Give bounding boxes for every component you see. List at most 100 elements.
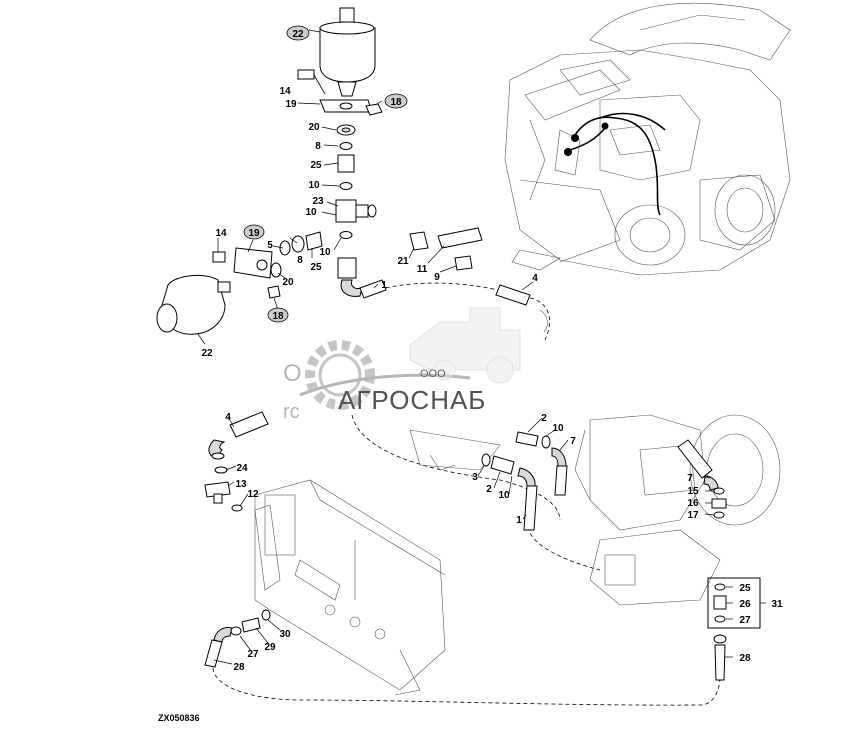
callout-8-top: 8	[315, 141, 321, 152]
svg-text:7: 7	[687, 473, 693, 484]
callout-26: 26	[739, 599, 751, 610]
callout-31: 31	[771, 599, 783, 610]
svg-text:14: 14	[279, 86, 291, 97]
svg-text:18: 18	[272, 311, 284, 322]
svg-text:26: 26	[739, 599, 751, 610]
callout-10-mid: 10	[552, 423, 564, 434]
svg-text:22: 22	[201, 348, 213, 359]
center-fittings-assembly	[409, 417, 569, 531]
callout-10-c: 10	[319, 247, 331, 258]
svg-text:30: 30	[279, 629, 291, 640]
svg-text:13: 13	[235, 479, 247, 490]
callout-2-top: 2	[541, 413, 547, 424]
callout-25-right: 25	[739, 583, 751, 594]
callout-18-top: 18	[384, 93, 408, 109]
svg-text:8: 8	[315, 141, 321, 152]
callout-21: 21	[397, 256, 409, 267]
svg-text:31: 31	[771, 599, 783, 610]
svg-text:4: 4	[225, 412, 231, 423]
callout-labels: 22 14 19 18 20 8 25 10 23 10 10 1 14 19 …	[201, 25, 783, 673]
svg-text:18: 18	[390, 97, 402, 108]
watermark-ghost-2: rc	[283, 401, 300, 423]
svg-text:10: 10	[308, 180, 320, 191]
svg-text:15: 15	[687, 486, 699, 497]
callout-20-left: 20	[282, 277, 294, 288]
watermark-ghost-1: O	[283, 360, 302, 387]
hose-28-left	[204, 609, 281, 668]
figure-code: ZX050836	[158, 713, 200, 723]
callout-27-left: 27	[247, 649, 259, 660]
svg-text:12: 12	[247, 489, 259, 500]
callout-4-top: 4	[532, 273, 538, 284]
svg-text:21: 21	[397, 256, 409, 267]
callout-4-mid: 4	[225, 412, 231, 423]
callout-18-left: 18	[267, 307, 289, 323]
svg-text:10: 10	[319, 247, 331, 258]
svg-text:14: 14	[215, 228, 227, 239]
svg-text:10: 10	[552, 423, 564, 434]
svg-text:5: 5	[267, 240, 273, 251]
combine-harvester-icon	[409, 307, 521, 384]
callout-10-a: 10	[308, 180, 320, 191]
svg-text:29: 29	[264, 642, 276, 653]
svg-text:20: 20	[308, 122, 320, 133]
callout-30: 30	[279, 629, 291, 640]
callout-29: 29	[264, 642, 276, 653]
tractor-engine-sketch	[504, 2, 791, 276]
svg-text:4: 4	[532, 273, 538, 284]
callout-10-b: 10	[305, 207, 317, 218]
left-accumulator-assembly	[156, 231, 323, 345]
callout-19-top: 19	[285, 99, 297, 110]
svg-text:7: 7	[570, 436, 576, 447]
svg-text:25: 25	[310, 262, 322, 273]
callout-7-mid: 7	[570, 436, 576, 447]
clamp-parts	[408, 227, 483, 273]
gear-logo-icon	[299, 340, 471, 410]
callout-27-right: 27	[739, 615, 751, 626]
callout-12: 12	[247, 489, 259, 500]
callout-1-mid: 1	[516, 515, 522, 526]
callout-28-left: 28	[233, 662, 245, 673]
callout-16: 16	[687, 498, 699, 509]
svg-text:27: 27	[247, 649, 259, 660]
callout-23: 23	[312, 196, 324, 207]
callout-24: 24	[236, 463, 248, 474]
callout-20-top: 20	[308, 122, 320, 133]
callout-8-left: 8	[297, 255, 303, 266]
svg-text:2: 2	[541, 413, 547, 424]
svg-text:27: 27	[739, 615, 751, 626]
callout-2-mid: 2	[486, 484, 492, 495]
svg-text:23: 23	[312, 196, 324, 207]
kit-31-box	[707, 577, 766, 681]
tank-fittings-assembly	[204, 411, 269, 512]
callout-14-top: 14	[279, 86, 291, 97]
upper-accumulator-assembly	[297, 7, 387, 299]
svg-text:22: 22	[292, 29, 304, 40]
right-hose-assembly	[677, 439, 727, 519]
svg-text:25: 25	[310, 160, 322, 171]
transmission-sketch	[574, 414, 781, 606]
callout-5: 5	[267, 240, 273, 251]
svg-text:9: 9	[434, 272, 440, 283]
callout-19-left: 19	[243, 224, 265, 240]
svg-text:1: 1	[516, 515, 522, 526]
svg-text:19: 19	[248, 228, 260, 239]
callout-28-right: 28	[739, 653, 751, 664]
callout-15: 15	[687, 486, 699, 497]
svg-text:25: 25	[739, 583, 751, 594]
svg-text:11: 11	[417, 264, 428, 275]
callout-9: 9	[434, 272, 440, 283]
svg-text:16: 16	[687, 498, 699, 509]
watermark-brand: АГРОСНАБ	[338, 385, 486, 415]
svg-text:28: 28	[233, 662, 245, 673]
svg-text:24: 24	[236, 463, 248, 474]
svg-text:3: 3	[472, 472, 478, 483]
callout-17: 17	[687, 510, 699, 521]
callout-10-low: 10	[498, 490, 510, 501]
callout-3: 3	[472, 472, 478, 483]
svg-text:8: 8	[297, 255, 303, 266]
callout-1-top: 1	[381, 280, 387, 291]
callout-25-left: 25	[310, 262, 322, 273]
svg-text:10: 10	[498, 490, 510, 501]
